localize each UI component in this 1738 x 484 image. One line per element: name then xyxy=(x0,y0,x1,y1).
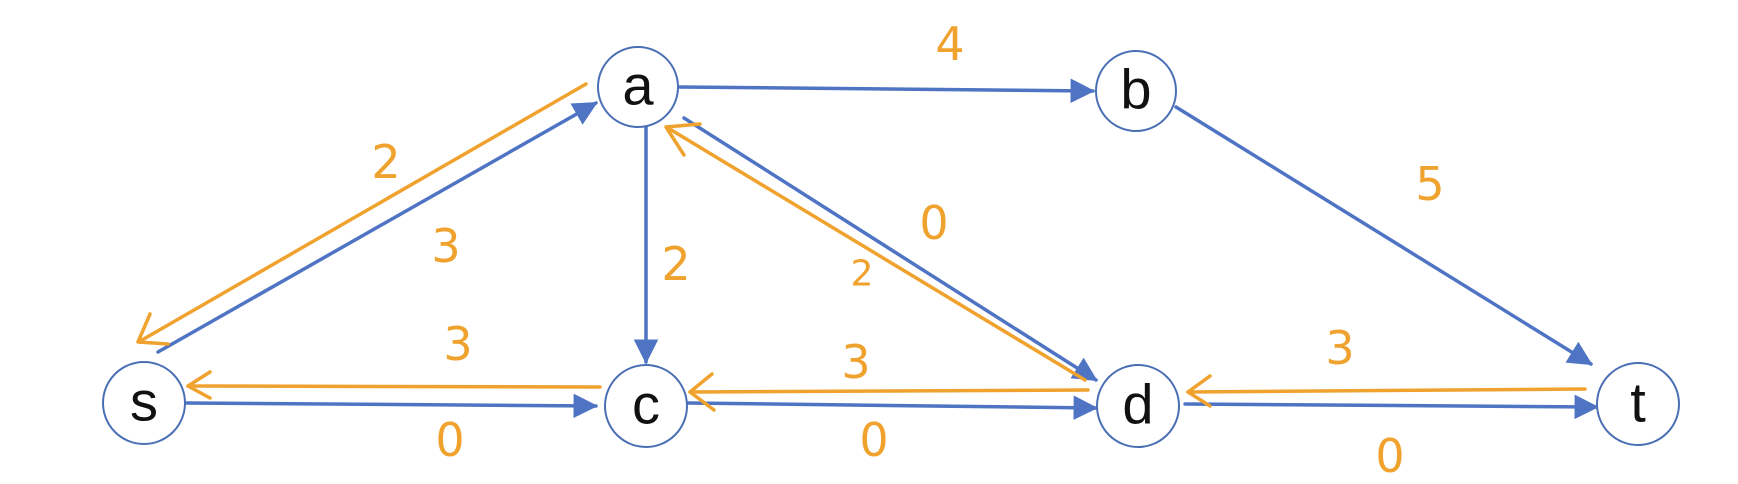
weight-a-d: 0 xyxy=(919,196,948,250)
edge-s-to-c xyxy=(184,393,599,419)
residual-edge-c-to-s xyxy=(186,384,602,389)
weight-a-c: 2 xyxy=(661,237,690,291)
weight-d-a: 2 xyxy=(851,254,874,295)
node-s: s xyxy=(102,361,186,445)
node-label-t: t xyxy=(1630,371,1646,434)
weight-t-d: 3 xyxy=(1325,321,1354,375)
weight-a-s: 2 xyxy=(371,135,400,189)
edge-d-to-t xyxy=(1183,394,1600,420)
node-label-s: s xyxy=(130,370,158,433)
edge-c-to-d xyxy=(686,395,1099,420)
edge-a-to-d xyxy=(682,116,1098,382)
weight-s-c: 0 xyxy=(435,413,464,467)
residual-arrow-head-a xyxy=(664,122,702,157)
node-label-c: c xyxy=(632,373,660,436)
node-label-a: a xyxy=(622,54,654,117)
node-label-b: b xyxy=(1120,58,1151,121)
node-a: a xyxy=(597,46,679,128)
edge-a-to-b xyxy=(678,78,1096,104)
weight-a-b: 4 xyxy=(935,17,964,71)
residual-arrow-head-d xyxy=(1186,374,1212,408)
weight-d-t: 0 xyxy=(1375,429,1404,483)
edge-b-to-t xyxy=(1174,105,1593,366)
residual-edges xyxy=(136,82,1587,412)
edge-s-to-a xyxy=(156,101,598,354)
weight-c-s: 3 xyxy=(443,317,472,371)
node-d: d xyxy=(1096,364,1180,448)
residual-edge-t-to-d xyxy=(1186,387,1587,394)
residual-edge-a-to-s xyxy=(140,82,588,342)
node-b: b xyxy=(1095,50,1177,132)
residual-edge-d-to-a xyxy=(666,126,1087,382)
weight-b-t: 5 xyxy=(1415,157,1444,211)
node-c: c xyxy=(604,364,688,448)
weight-c-d: 0 xyxy=(859,413,888,467)
nodes: a b s c d t xyxy=(102,46,1680,448)
node-label-d: d xyxy=(1122,373,1153,436)
weight-d-c: 3 xyxy=(841,335,870,389)
residual-arrow-head-s xyxy=(136,312,170,346)
node-t: t xyxy=(1596,362,1680,446)
residual-arrow-head-s-bottom xyxy=(186,370,212,400)
weight-s-a: 3 xyxy=(431,219,460,273)
residual-edge-d-to-c xyxy=(688,388,1090,394)
residual-arrow-head-c xyxy=(688,372,716,412)
edge-weights: 3 4 2 0 5 0 0 0 2 2 3 3 3 xyxy=(371,17,1444,483)
forward-edges xyxy=(156,78,1600,420)
